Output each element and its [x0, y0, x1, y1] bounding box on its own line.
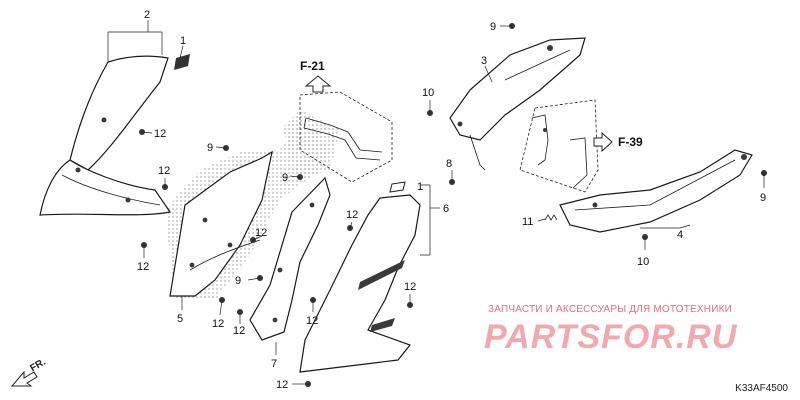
- arrow-up-icon: [304, 75, 332, 93]
- callout-10: 10: [422, 87, 434, 99]
- callout-12: 12: [346, 209, 358, 221]
- callout-3: 3: [481, 55, 487, 67]
- callout-12: 12: [306, 315, 318, 327]
- part-bracket-f21: [299, 91, 393, 183]
- callout-11: 11: [522, 216, 533, 228]
- callout-9: 9: [282, 172, 288, 184]
- callout-9: 9: [235, 275, 241, 287]
- callout-12: 12: [137, 261, 149, 273]
- arrow-right-icon: [593, 131, 613, 153]
- dotted-area-center: [282, 110, 340, 180]
- bolt-icon: [139, 23, 767, 387]
- callout-9: 9: [490, 21, 496, 33]
- part-1-emblem-right: [389, 181, 406, 193]
- part-2-upper-cowl: [39, 55, 172, 216]
- part-3-side-cover: [449, 37, 586, 171]
- callout-5: 5: [177, 313, 183, 325]
- callout-9: 9: [207, 142, 213, 154]
- callout-4: 4: [677, 229, 683, 241]
- callout-8: 8: [446, 158, 452, 170]
- callout-12: 12: [158, 165, 170, 177]
- callout-12: 12: [233, 325, 245, 337]
- part-7-middle-cover: [249, 176, 331, 341]
- watermark-tagline: ЗАПЧАСТИ И АКСЕССУАРЫ ДЛЯ МОТОТЕХНИКИ: [488, 304, 733, 315]
- callout-7: 7: [271, 358, 277, 370]
- callout-12: 12: [154, 128, 166, 140]
- callout-10: 10: [637, 256, 649, 268]
- front-arrow-icon: [10, 370, 38, 387]
- ref-f21: F-21: [300, 59, 325, 73]
- callout-2: 2: [144, 9, 150, 21]
- callout-1: 1: [180, 35, 186, 47]
- diagram-code: K33AF4500: [735, 383, 788, 394]
- watermark-logo: PARTSFOR.RU: [484, 318, 738, 356]
- part-5-inner-panel: [169, 150, 273, 297]
- part-bracket-f39: [519, 99, 599, 193]
- part-1-emblem-left: [174, 54, 190, 70]
- callout-6: 6: [443, 203, 449, 215]
- callout-12: 12: [255, 227, 267, 239]
- leader-lines: [107, 20, 765, 385]
- spring-clip-icon: [544, 214, 558, 221]
- callout-12: 12: [404, 281, 416, 293]
- callout-12: 12: [276, 379, 288, 391]
- callout-9: 9: [760, 192, 766, 204]
- part-6-front-cowl: [299, 181, 421, 373]
- ref-f39: F-39: [618, 135, 643, 149]
- callout-1: 1: [417, 181, 423, 193]
- part-4-under-cowl: [559, 149, 753, 233]
- callout-12: 12: [212, 318, 224, 330]
